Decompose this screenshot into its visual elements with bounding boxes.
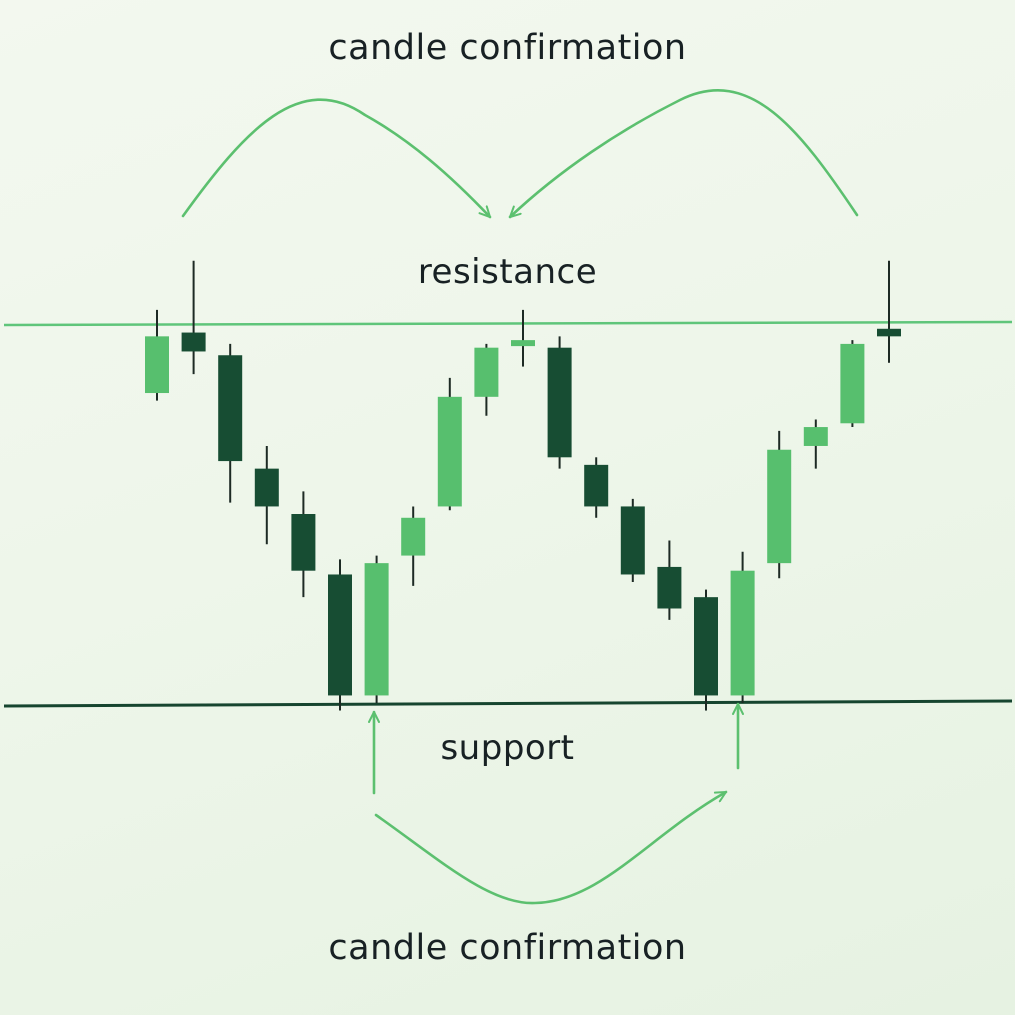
candle-19 xyxy=(803,419,828,469)
confirmation-arrows xyxy=(181,89,859,905)
support-line xyxy=(3,699,1013,708)
candle-12 xyxy=(547,336,572,469)
candle-body xyxy=(584,464,609,507)
candle-8 xyxy=(401,506,426,586)
candles xyxy=(145,260,901,711)
candle-15 xyxy=(657,540,682,620)
candle-body xyxy=(218,355,243,462)
candle-5 xyxy=(291,491,316,598)
candle-17 xyxy=(730,551,755,703)
resistance-line xyxy=(3,320,1013,327)
candle-body xyxy=(145,336,169,394)
candle-body xyxy=(511,340,535,347)
candle-11 xyxy=(511,309,535,367)
top-right-arrow xyxy=(508,89,859,219)
candle-body xyxy=(364,563,389,696)
candle-body xyxy=(877,328,901,337)
candle-21 xyxy=(877,260,901,363)
candle-18 xyxy=(767,430,792,579)
candle-body xyxy=(474,347,499,397)
candle-body xyxy=(328,574,352,696)
candle-body xyxy=(840,343,865,424)
candle-body xyxy=(437,396,462,507)
candle-body xyxy=(181,332,206,352)
candle-6 xyxy=(328,559,352,711)
top-confirmation-label: candle confirmation xyxy=(328,28,687,68)
candle-10 xyxy=(474,343,499,416)
candle-body xyxy=(803,427,828,446)
candle-body xyxy=(694,597,718,696)
bottom-swoop-arrow xyxy=(374,790,728,905)
candle-body xyxy=(254,468,279,507)
candle-body xyxy=(291,514,316,571)
support-label: support xyxy=(440,728,575,768)
candle-body xyxy=(657,566,682,609)
candle-4 xyxy=(254,445,279,545)
candle-20 xyxy=(840,340,865,428)
candle-body xyxy=(547,347,572,458)
candle-body xyxy=(730,570,755,696)
candle-14 xyxy=(620,498,645,583)
resistance-label: resistance xyxy=(417,252,598,292)
candle-1 xyxy=(145,309,169,401)
bottom-confirmation-label: candle confirmation xyxy=(328,928,687,968)
candle-3 xyxy=(218,343,243,503)
candle-body xyxy=(620,506,645,575)
candle-2 xyxy=(181,260,206,375)
candle-13 xyxy=(584,457,609,518)
candle-body xyxy=(401,517,426,556)
top-left-arrow xyxy=(181,98,492,219)
candle-16 xyxy=(694,589,718,711)
candle-9 xyxy=(437,377,462,511)
candle-7 xyxy=(364,555,389,703)
candle-body xyxy=(767,449,792,564)
